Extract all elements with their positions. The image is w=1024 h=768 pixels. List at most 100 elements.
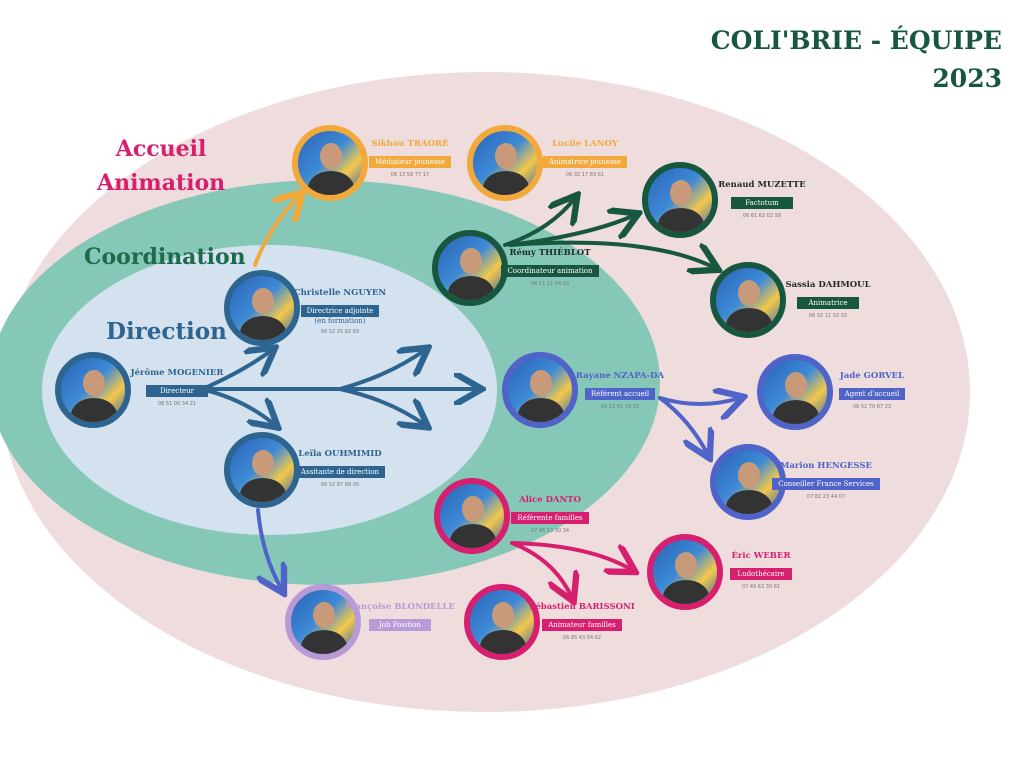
arrow-alice-eric: [510, 541, 632, 570]
avatar-head-icon: [313, 602, 335, 628]
person-info: Jérôme MOGENIER Directeur 06 51 00 34 21: [117, 368, 237, 407]
person-role-badge: Coordinateur animation: [501, 265, 599, 277]
title-line-1: COLI'BRIE - ÉQUIPE: [710, 26, 1002, 55]
person-role-badge: Assitante de direction: [295, 466, 385, 478]
avatar-head-icon: [530, 370, 552, 396]
avatar: [285, 584, 361, 660]
person-info: Rayane NZAPA-DA Référent accueil 06 13 6…: [560, 371, 680, 410]
avatar-body-icon: [726, 308, 772, 332]
person-phone: 06 52 70 87 23: [852, 404, 892, 410]
person-name: Sébastien BARISSONI: [529, 602, 635, 612]
avatar-body-icon: [518, 398, 564, 422]
person-info: Éric WEBER Ludothécaire 07 49 63 30 81: [701, 551, 821, 590]
person-name: Françoise BLONDELLE: [345, 602, 455, 612]
person-name: Sikhou TRAORÉ: [371, 139, 449, 149]
arrow-rayane-marion: [658, 396, 708, 455]
person-phone: 07 49 63 30 81: [741, 584, 781, 590]
avatar-body-icon: [726, 490, 772, 514]
person-info: Jade GORVEL Agent d'accueil 06 52 70 87 …: [812, 371, 932, 410]
arrow-direction-lower: [338, 387, 425, 425]
person-phone: 06 61 62 02 58: [742, 213, 782, 219]
avatar-head-icon: [252, 288, 274, 314]
avatar-head-icon: [320, 143, 342, 169]
person-name: Jérôme MOGENIER: [130, 368, 224, 378]
avatar-body-icon: [448, 276, 494, 300]
person-name: Alice DANTO: [518, 495, 582, 505]
arrow-coordination-accueil: [253, 195, 300, 267]
person-info: Alice DANTO Référente familles 07 46 13 …: [490, 495, 610, 534]
avatar-body-icon: [483, 171, 529, 195]
avatar: [292, 125, 368, 201]
person-role-badge: Référente familles: [511, 512, 589, 524]
person-role-badge: Directeur: [146, 385, 208, 397]
person-phone: 06 52 25 82 83: [320, 329, 360, 335]
avatar-head-icon: [785, 372, 807, 398]
person-role-badge: Référent accueil: [584, 388, 656, 400]
person-role-badge: Médiateur jeunesse: [368, 156, 452, 168]
arrow-rayane-jade: [658, 398, 740, 404]
avatar-head-icon: [252, 450, 274, 476]
person-info: Rémy THIÉBLOT Coordinateur animation 06 …: [490, 248, 610, 287]
person-phone: 06 85 43 04 62: [562, 635, 602, 641]
page-title: COLI'BRIE - ÉQUIPE 2023: [711, 22, 1002, 98]
group-label-direction: Direction: [106, 318, 227, 345]
avatar-body-icon: [480, 630, 526, 654]
arrow-remy-renaud: [508, 215, 635, 247]
group-label-accueil-animation: Accueil Animation: [97, 132, 225, 200]
avatar-body-icon: [658, 208, 704, 232]
avatar-head-icon: [83, 370, 105, 396]
person-phone: 07 46 13 30 34: [530, 528, 570, 534]
avatar: [467, 125, 543, 201]
avatar-head-icon: [492, 602, 514, 628]
avatar: [55, 352, 131, 428]
avatar: [464, 584, 540, 660]
person-phone: 06 13 58 77 17: [390, 172, 430, 178]
avatar-head-icon: [462, 496, 484, 522]
arrow-direction-christelle: [203, 350, 272, 390]
person-name: Renaud MUZETTE: [718, 180, 806, 190]
person-name: Marion HENGESSE: [779, 461, 873, 471]
person-phone: 06 02 11 02 33: [808, 313, 848, 319]
avatar-head-icon: [460, 248, 482, 274]
arrow-remy-sassia: [508, 240, 715, 268]
avatar: [757, 354, 833, 430]
arrow-remy-lucile: [503, 198, 575, 247]
avatar: [710, 262, 786, 338]
person-phone: 07 82 23 44 07: [806, 494, 846, 500]
avatar-head-icon: [738, 462, 760, 488]
person-info: Christelle NGUYEN Directrice adjointe (e…: [280, 288, 400, 335]
avatar-body-icon: [71, 398, 117, 422]
group-label-accueil: Accueil: [115, 136, 207, 162]
arrow-leila-francoise: [256, 508, 282, 590]
avatar-body-icon: [308, 171, 354, 195]
person-phone: 06 13 61 79 20: [600, 404, 640, 410]
person-role-badge: Agent d'accueil: [838, 388, 906, 400]
avatar-body-icon: [240, 316, 286, 340]
person-info: Françoise BLONDELLE Job Position: [340, 602, 460, 631]
person-phone: 06 32 17 83 61: [565, 172, 605, 178]
arrow-direction-upper: [338, 350, 425, 391]
avatar-head-icon: [675, 552, 697, 578]
person-info: Renaud MUZETTE Factotum 06 61 62 02 58: [702, 180, 822, 219]
person-name: Rémy THIÉBLOT: [509, 248, 591, 258]
avatar-body-icon: [240, 478, 286, 502]
title-line-2: 2023: [932, 64, 1002, 93]
person-info: Sébastien BARISSONI Animateur familles 0…: [522, 602, 642, 641]
person-phone: 06 51 00 34 21: [157, 401, 197, 407]
group-label-coordination: Coordination: [84, 244, 246, 270]
person-name: Christelle NGUYEN: [293, 288, 387, 298]
person-info: Sikhou TRAORÉ Médiateur jeunesse 06 13 5…: [350, 139, 470, 178]
avatar-head-icon: [670, 180, 692, 206]
person-role-badge: Animatrice jeunesse: [542, 156, 628, 168]
avatar: [502, 352, 578, 428]
person-name: Rayane NZAPA-DA: [575, 371, 665, 381]
avatar: [432, 230, 508, 306]
person-name: Éric WEBER: [731, 551, 791, 561]
avatar-body-icon: [773, 400, 819, 424]
person-name: Lucile LANOY: [552, 139, 618, 149]
person-phone: 06 11 11 04 29: [530, 281, 570, 287]
person-role-badge: Factotum: [731, 197, 793, 209]
person-role-note: (en formation): [314, 317, 366, 325]
person-info: Lucile LANOY Animatrice jeunesse 06 32 1…: [525, 139, 645, 178]
